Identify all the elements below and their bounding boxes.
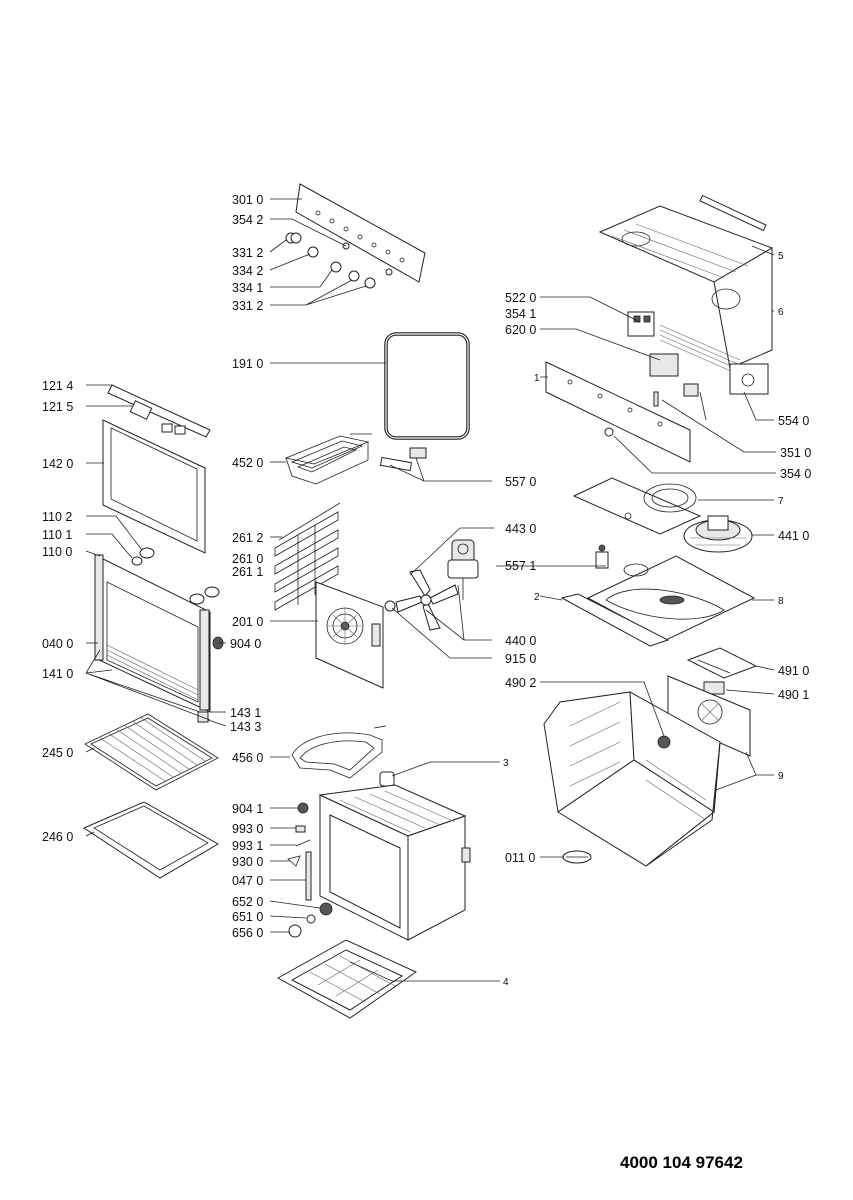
label-354-0: 354 0 (780, 467, 811, 481)
bottom-panel (276, 939, 418, 1019)
fixings (287, 802, 333, 938)
label-930-0: 930 0 (232, 855, 263, 869)
label-490-2: 490 2 (505, 676, 536, 690)
label-4: 4 (503, 977, 509, 988)
label-904-1: 904 1 (232, 802, 263, 816)
label-354-1: 354 1 (505, 307, 536, 321)
label-301-0: 301 0 (232, 193, 263, 207)
label-142-0: 142 0 (42, 457, 73, 471)
label-121-5: 121 5 (42, 400, 73, 414)
label-143-3: 143 3 (230, 720, 261, 734)
leader-lines (85, 198, 776, 982)
control-panel (295, 183, 426, 283)
lamp-cover (379, 771, 395, 787)
label-246-0: 246 0 (42, 830, 73, 844)
label-011-0: 011 0 (505, 851, 535, 865)
cooling-duct (572, 477, 702, 535)
label-261-0: 261 0 (232, 552, 263, 566)
label-651-0: 651 0 (232, 910, 263, 924)
label-620-0: 620 0 (505, 323, 536, 337)
label-331-2a: 331 2 (232, 246, 263, 260)
label-354-2: 354 2 (232, 213, 263, 227)
label-491-0: 491 0 (778, 664, 809, 678)
label-110-1: 110 1 (42, 528, 72, 542)
cavity-top-plate (586, 555, 756, 641)
label-443-0: 443 0 (505, 522, 536, 536)
outer-housing (543, 691, 721, 867)
drawing-number: 4000 104 97642 (620, 1153, 743, 1172)
fan-blade (384, 569, 459, 631)
door-inner-assembly (94, 554, 224, 723)
label-2: 2 (534, 592, 540, 603)
cooling-fan (683, 515, 753, 553)
label-557-1: 557 1 (505, 559, 536, 573)
label-191-0: 191 0 (232, 357, 263, 371)
label-261-2: 261 2 (232, 531, 263, 545)
label-141-0: 141 0 (42, 667, 73, 681)
fan-motor (447, 539, 479, 600)
label-522-0: 522 0 (505, 291, 536, 305)
terminal-block (686, 647, 758, 695)
label-110-0: 110 0 (42, 545, 72, 559)
grill-element (284, 433, 372, 485)
front-strip (560, 593, 670, 647)
baking-tray (82, 801, 220, 879)
label-440-0: 440 0 (505, 634, 536, 648)
door-seal (384, 332, 470, 440)
label-121-4: 121 4 (42, 379, 73, 393)
label-993-0: 993 0 (232, 822, 263, 836)
label-490-1: 490 1 (778, 688, 809, 702)
label-9: 9 (778, 771, 784, 782)
label-261-1: 261 1 (232, 565, 263, 579)
label-110-2: 110 2 (42, 510, 72, 524)
door-top-trim (107, 384, 211, 438)
label-656-0: 656 0 (232, 926, 263, 940)
wire-shelf (84, 713, 219, 791)
label-334-1: 334 1 (232, 281, 263, 295)
label-554-0: 554 0 (778, 414, 809, 428)
control-electronics (627, 311, 769, 421)
label-441-0: 441 0 (778, 529, 809, 543)
front-frame (545, 361, 691, 463)
label-993-1: 993 1 (232, 839, 263, 853)
label-245-0: 245 0 (42, 746, 73, 760)
label-1: 1 (534, 373, 540, 384)
label-915-0: 915 0 (505, 652, 536, 666)
label-5: 5 (778, 251, 784, 262)
label-652-0: 652 0 (232, 895, 263, 909)
label-201-0: 201 0 (232, 615, 263, 629)
label-351-0: 351 0 (780, 446, 811, 460)
top-cover (598, 194, 774, 369)
label-040-0: 040 0 (42, 637, 73, 651)
part-labels: 301 0 354 2 331 2 334 2 334 1 331 2 191 … (42, 193, 811, 988)
safety-thermostat (595, 544, 609, 569)
label-143-1: 143 1 (230, 706, 261, 720)
label-8: 8 (778, 596, 784, 607)
control-knobs (285, 232, 393, 289)
oven-cavity (318, 784, 471, 941)
rear-cover (667, 675, 751, 757)
door-spacers (131, 547, 220, 605)
thermostat-bracket (379, 447, 427, 472)
side-runners (274, 502, 341, 611)
label-331-2b: 331 2 (232, 299, 263, 313)
label-334-2: 334 2 (232, 264, 263, 278)
label-557-0: 557 0 (505, 475, 536, 489)
bottom-element (291, 725, 387, 779)
label-456-0: 456 0 (232, 751, 263, 765)
label-904-0: 904 0 (230, 637, 261, 651)
label-3: 3 (503, 758, 509, 769)
label-047-0: 047 0 (232, 874, 263, 888)
label-452-0: 452 0 (232, 456, 263, 470)
door-outer-glass (102, 419, 206, 554)
rear-panel (315, 581, 384, 689)
label-6: 6 (778, 307, 784, 318)
label-7: 7 (778, 496, 784, 507)
